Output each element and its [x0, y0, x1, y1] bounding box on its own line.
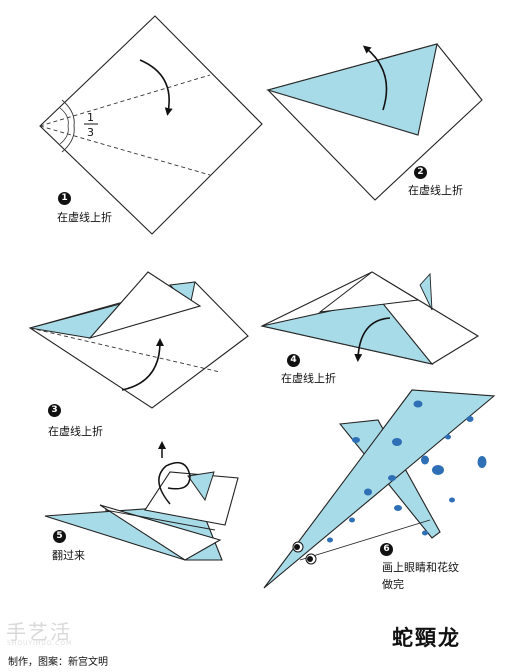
spot — [394, 505, 402, 511]
spot — [432, 465, 444, 475]
step-4-fold-line — [261, 325, 433, 365]
spot — [421, 455, 429, 465]
fraction-denominator: 3 — [87, 126, 94, 139]
step-5-flip-arrow — [158, 461, 191, 505]
step-4-fold-arrow — [354, 317, 391, 362]
step-4-number: 4 — [287, 354, 300, 367]
spot — [413, 400, 423, 408]
step-1-figure: 1 3 — [39, 15, 263, 235]
step-1-fold-arrow — [139, 59, 173, 116]
step-3-figure — [28, 271, 249, 409]
watermark-url: SHOUYIHUO.COM — [7, 640, 73, 647]
step-2-number: 2 — [414, 166, 427, 179]
step-1-number: 1 — [58, 192, 71, 205]
step-2-figure — [266, 43, 483, 201]
step-4-white-flap — [318, 271, 420, 313]
step-1-square — [39, 15, 263, 235]
spot — [392, 438, 402, 446]
right-pupil — [307, 556, 313, 562]
step-2-caption: 在虚线上折 — [408, 184, 463, 197]
step-6-figure — [263, 389, 496, 589]
step-2-fold-arrow — [362, 45, 388, 111]
step-6-caption-done: 做完 — [382, 578, 404, 591]
spot — [388, 475, 396, 481]
fraction-numerator: 1 — [87, 111, 94, 124]
step-6-caption: 画上眼睛和花纹 — [382, 561, 459, 574]
watermark-logo: 手艺活 — [6, 620, 72, 644]
step-1-angle-arc-inner — [59, 107, 69, 145]
step-5-white-lower — [99, 504, 222, 561]
credit-line: 制作，图案：新宫文明 — [8, 657, 108, 668]
step-5-white-upper — [144, 471, 239, 526]
step-4-blue-tip — [419, 272, 433, 311]
spot — [352, 437, 360, 443]
spot — [327, 537, 333, 543]
step-1-fold-line-upper — [39, 74, 211, 127]
step-2-fold-line-2 — [267, 89, 419, 136]
step-1-angle-arc — [61, 99, 75, 153]
left-pupil — [294, 544, 300, 550]
step-3-white-flap — [88, 271, 202, 340]
step-3-caption: 在虚线上折 — [48, 425, 103, 438]
step-1-caption: 在虚线上折 — [57, 211, 112, 224]
step-5-figure — [44, 441, 239, 561]
step-6-crease — [299, 519, 431, 561]
spot — [477, 456, 487, 468]
spot — [449, 497, 455, 503]
step-6-number: 6 — [380, 543, 393, 556]
step-2-fold-line — [267, 43, 438, 91]
step-6-spots — [327, 400, 487, 543]
diagram-title: 蛇頸龙 — [392, 626, 461, 650]
step-4-figure — [260, 271, 480, 365]
step-3-fold-line — [29, 327, 221, 373]
step-5-crease — [104, 509, 216, 531]
step-5-number: 5 — [53, 530, 66, 543]
spot — [445, 434, 451, 440]
step-6-body — [263, 389, 496, 589]
spot — [349, 517, 355, 523]
step-5-blue-tip — [187, 471, 215, 502]
step-4-caption: 在虚线上折 — [281, 372, 336, 385]
spot — [364, 488, 372, 496]
step-1-fold-line-lower — [39, 125, 211, 176]
step-3-number: 3 — [48, 404, 61, 417]
spot — [422, 530, 428, 536]
step-5-caption: 翻过来 — [52, 549, 85, 562]
spot — [466, 416, 474, 422]
step-3-fold-arrow — [121, 338, 164, 391]
